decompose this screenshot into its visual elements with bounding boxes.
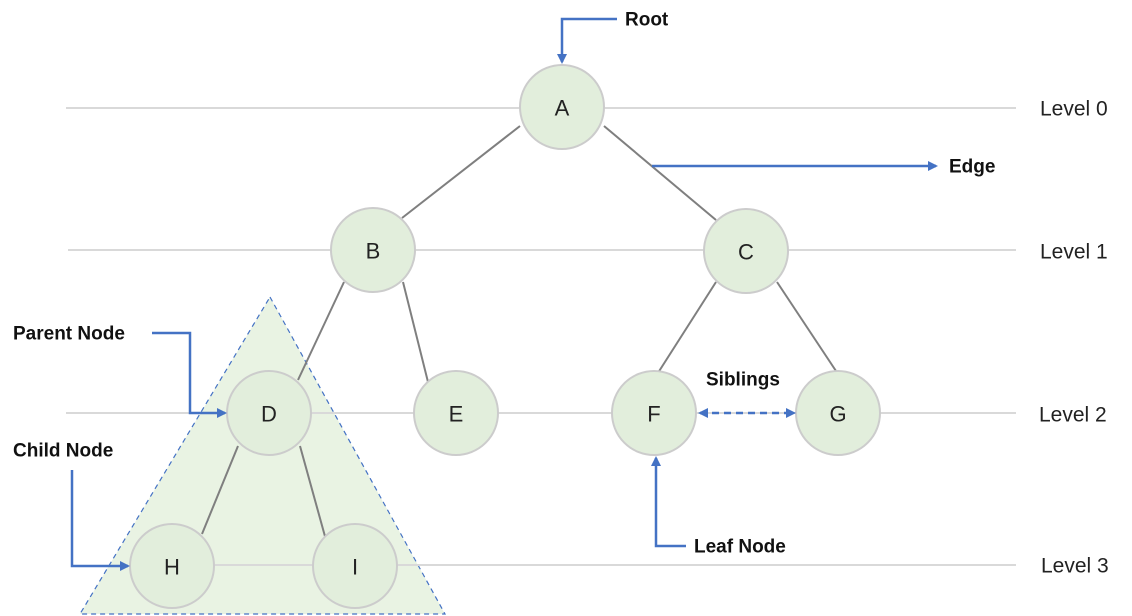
node-c: C	[738, 240, 754, 265]
edge-d-h	[201, 445, 239, 535]
leaf-node-label: Leaf Node	[694, 537, 786, 558]
edge-d-i	[299, 445, 327, 541]
edge-c-g	[776, 281, 839, 375]
edge-c-f	[655, 281, 717, 377]
node-d: D	[261, 402, 277, 427]
node-h: H	[164, 555, 180, 580]
node-g-circle	[795, 370, 881, 456]
node-g: G	[829, 402, 846, 427]
edge-b-e	[402, 281, 429, 383]
siblings-label: Siblings	[706, 370, 780, 391]
level-0-label: Level 0	[1040, 98, 1108, 121]
node-f: F	[647, 402, 660, 427]
root-label: Root	[625, 10, 669, 31]
edge-a-b	[401, 125, 521, 219]
edges	[201, 125, 839, 541]
node-c-circle	[703, 208, 789, 294]
node-i-circle	[312, 523, 398, 609]
node-a-circle	[519, 64, 605, 150]
node-a: A	[555, 96, 570, 121]
edge-label: Edge	[949, 157, 995, 178]
level-3-label: Level 3	[1041, 555, 1109, 578]
node-f-circle	[611, 370, 697, 456]
node-e-circle	[413, 370, 499, 456]
child-node-arrow	[70, 470, 130, 571]
edge-a-c	[603, 125, 717, 221]
parent-node-arrow	[152, 331, 227, 418]
leaf-node-arrow	[651, 456, 686, 548]
level-2-label: Level 2	[1039, 404, 1107, 427]
parent-node-label: Parent Node	[13, 324, 125, 345]
child-node-label: Child Node	[13, 441, 113, 462]
node-b: B	[366, 239, 381, 264]
root-arrow	[557, 17, 617, 64]
nodes	[129, 64, 881, 609]
node-h-circle	[129, 523, 215, 609]
node-e: E	[449, 402, 464, 427]
node-i: I	[352, 555, 358, 580]
node-b-circle	[330, 207, 416, 293]
level-1-label: Level 1	[1040, 241, 1108, 264]
node-d-circle	[226, 370, 312, 456]
edge-b-d	[297, 281, 345, 381]
